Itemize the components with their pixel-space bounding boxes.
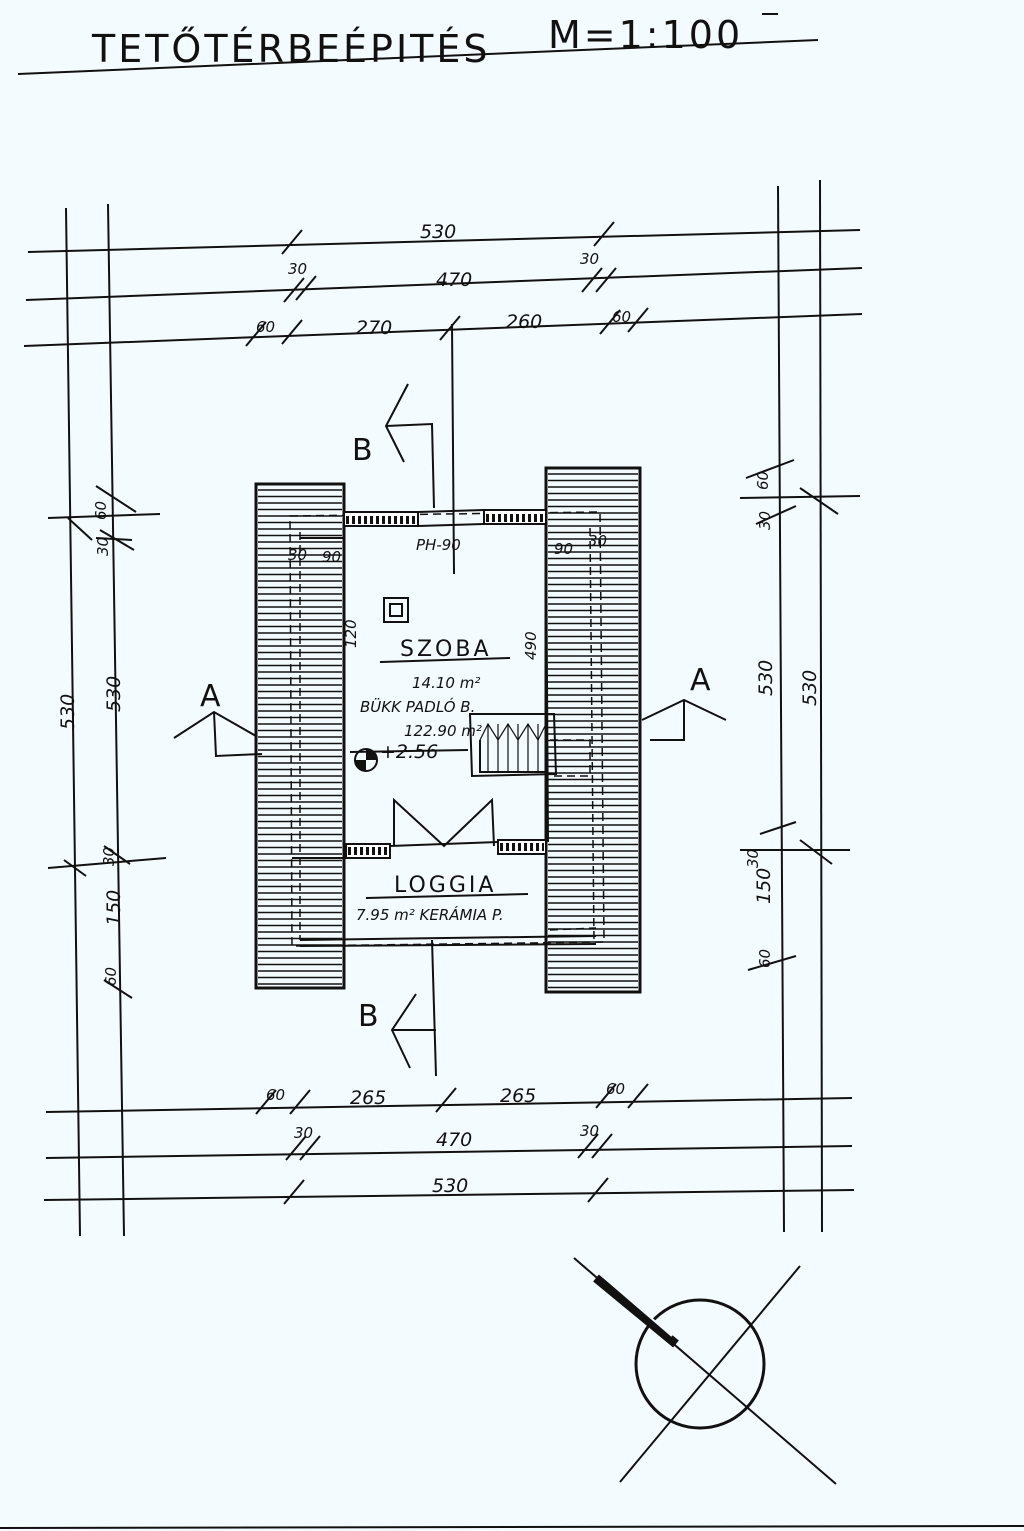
dim-top-overall: 530 bbox=[420, 221, 456, 243]
dim-left-top-eave: 60 bbox=[92, 501, 110, 520]
dim-left-overall: 530 bbox=[57, 694, 79, 730]
dim-right-inner: 530 bbox=[755, 660, 777, 696]
room-floor-szoba: BÜKK PADLÓ B. bbox=[360, 697, 475, 716]
dim-bottom-wall-right: 30 bbox=[580, 1122, 599, 1140]
top-dimension-chains: 530 470 30 30 60 270 260 60 bbox=[23, 221, 863, 347]
dim-inner-left-h: 120 bbox=[342, 619, 360, 648]
dim-top-inner: 470 bbox=[436, 269, 472, 291]
dim-right-top-eave: 60 bbox=[754, 471, 772, 490]
dim-top-wall-left: 30 bbox=[288, 260, 307, 278]
dim-right-top-wall: 30 bbox=[756, 511, 774, 530]
door-label: PH-90 bbox=[416, 536, 461, 554]
dim-inner-right-small: 90 bbox=[554, 540, 573, 558]
north-arrow-icon bbox=[573, 1257, 837, 1485]
right-dimension-chains: 60 30 530 530 30 150 60 bbox=[739, 179, 861, 1233]
level-mark: +2.56 bbox=[380, 741, 438, 763]
room-name-szoba: SZOBA bbox=[400, 637, 492, 662]
dim-bottom-eave-right: 60 bbox=[606, 1080, 625, 1098]
section-b-bottom-label: B bbox=[358, 999, 379, 1034]
dim-right-overall: 530 bbox=[799, 670, 821, 706]
title-heading: TETŐTÉRBEÉPITÉS bbox=[91, 27, 491, 71]
bottom-dimension-chains: 60 265 265 60 30 470 30 530 bbox=[43, 1080, 855, 1205]
stair bbox=[468, 713, 591, 778]
roof-slope-right bbox=[544, 466, 642, 994]
dim-bottom-span-left: 265 bbox=[350, 1087, 386, 1109]
dim-top-span-left: 270 bbox=[356, 317, 392, 339]
left-dimension-chains: 60 30 530 530 30 150 60 bbox=[47, 203, 167, 1237]
drawing-title: TETŐTÉRBEÉPITÉS M=1:100 bbox=[17, 13, 819, 75]
dim-bottom-eave-left: 60 bbox=[266, 1086, 285, 1104]
dim-left-inner: 530 bbox=[103, 676, 125, 712]
sheet-edge bbox=[0, 1525, 1024, 1529]
dim-inner-right-wall: 30 bbox=[588, 532, 607, 550]
dim-bottom-inner: 470 bbox=[436, 1129, 472, 1151]
axis-line-bottom bbox=[431, 939, 437, 1077]
section-marker-b-bottom: B bbox=[358, 993, 436, 1069]
section-a-left-label: A bbox=[200, 679, 221, 714]
building-plan bbox=[289, 509, 605, 947]
dim-inner-left-wall: 30 bbox=[288, 546, 307, 564]
dim-top-wall-right: 30 bbox=[580, 250, 599, 268]
section-b-top-label: B bbox=[352, 433, 373, 468]
room-note-szoba: 122.90 m² bbox=[404, 722, 482, 740]
dim-left-bottom-eave: 60 bbox=[102, 967, 120, 986]
dim-right-loggia: 150 bbox=[753, 868, 775, 904]
room-labels: PH-90 90 90 30 30 120 490 SZOBA 14.10 m²… bbox=[288, 532, 607, 924]
dim-inner-left-small: 90 bbox=[322, 548, 341, 566]
room-area-loggia: 7.95 m² KERÁMIA P. bbox=[356, 905, 504, 924]
dim-bottom-wall-left: 30 bbox=[294, 1124, 313, 1142]
dim-right-bottom-eave: 60 bbox=[756, 949, 774, 968]
dim-top-eave-left: 60 bbox=[256, 318, 275, 336]
dim-left-mid-wall: 30 bbox=[100, 847, 118, 866]
dim-left-top-wall: 30 bbox=[94, 537, 112, 556]
dim-bottom-span-right: 265 bbox=[500, 1085, 536, 1107]
section-marker-a-right: A bbox=[641, 663, 727, 741]
section-marker-b-top: B bbox=[352, 383, 435, 509]
dim-right-mid-wall: 30 bbox=[744, 849, 762, 868]
section-marker-a-left: A bbox=[173, 679, 263, 758]
section-a-right-label: A bbox=[690, 663, 711, 698]
dim-top-span-right: 260 bbox=[506, 311, 542, 333]
room-name-loggia: LOGGIA bbox=[394, 873, 496, 898]
dim-inner-right-h: 490 bbox=[522, 631, 540, 660]
dim-top-eave-right: 60 bbox=[612, 308, 631, 326]
axis-line-top bbox=[451, 323, 455, 575]
dim-left-loggia: 150 bbox=[103, 890, 125, 926]
dim-bottom-overall: 530 bbox=[432, 1175, 468, 1197]
room-area-szoba: 14.10 m² bbox=[412, 674, 480, 692]
